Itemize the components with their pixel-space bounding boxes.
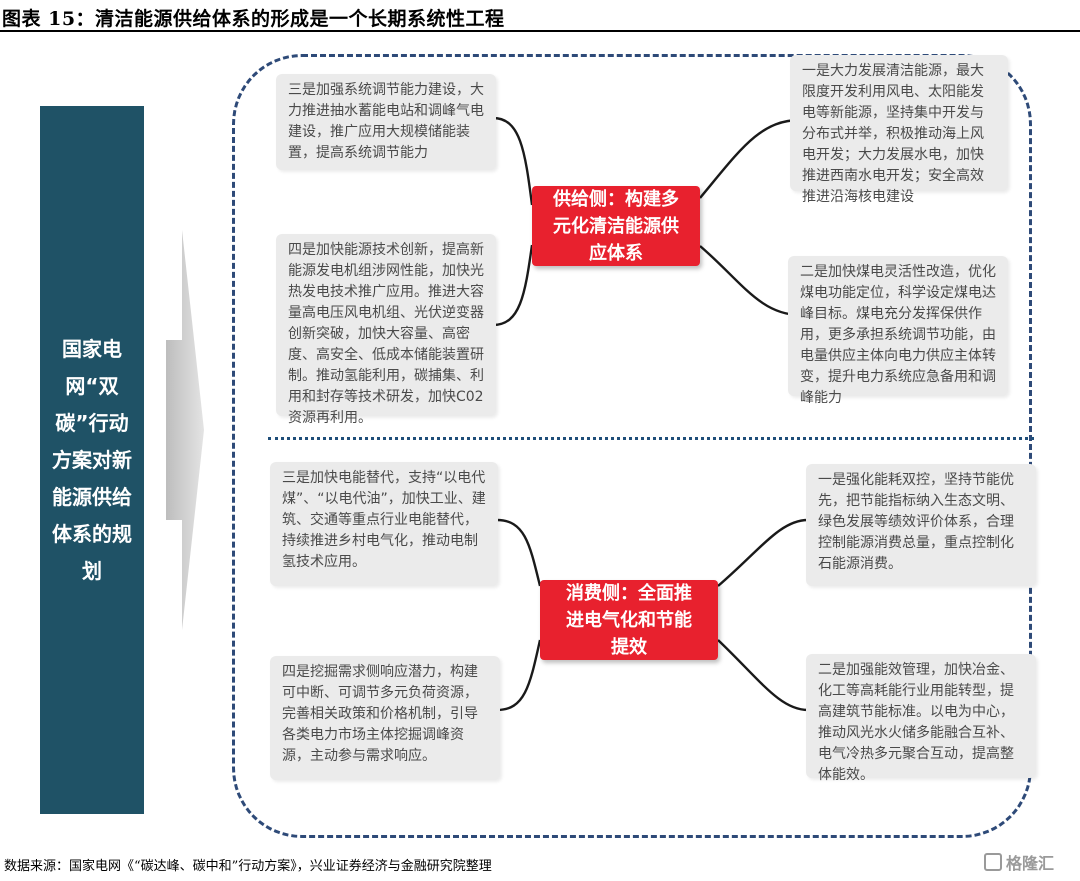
- connector-supply-2: [699, 245, 801, 317]
- supply-item-4-text: 四是加快能源技术创新，提高新能源发电机组涉网性能，加快光热发电技术推广应用。推进…: [288, 242, 484, 426]
- supply-item-3: 三是加强系统调节能力建设，大力推进抽水蓄能电站和调峰气电建设，推广应用大规模储能…: [276, 74, 496, 170]
- watermark-logo: 格隆汇: [984, 848, 1076, 876]
- supply-hub-label: 供给侧：构建多元化清洁能源供应体系: [553, 188, 679, 264]
- supply-item-2-text: 二是加快煤电灵活性改造，优化煤电功能定位，科学设定煤电达峰目标。煤电充分发挥保供…: [800, 264, 996, 406]
- demand-item-4-text: 四是挖掘需求侧响应潜力，构建可中断、可调节多元负荷资源，完善相关政策和价格机制，…: [282, 664, 478, 764]
- connector-demand-4: [496, 639, 542, 712]
- demand-item-1-text: 一是强化能耗双控，坚持节能优先，把节能指标纳入生态文明、绿色发展等绩效评价体系，…: [818, 472, 1014, 572]
- dashed-frame: [232, 54, 1032, 838]
- section-divider: [268, 437, 1034, 440]
- connector-supply-4: [492, 244, 534, 327]
- connector-demand-2: [717, 639, 809, 712]
- supply-item-3-text: 三是加强系统调节能力建设，大力推进抽水蓄能电站和调峰气电建设，推广应用大规模储能…: [288, 82, 484, 161]
- connector-demand-3: [496, 518, 542, 587]
- supply-item-1-text: 一是大力发展清洁能源，最大限度开发利用风电、太阳能发电等新能源，坚持集中开发与分…: [802, 63, 984, 205]
- demand-item-3-text: 三是加快电能替代，支持“以电代煤”、“以电代油”，加快工业、建筑、交通等重点行业…: [282, 470, 486, 570]
- demand-item-2: 二是加强能效管理，加快冶金、化工等高耗能行业用能转型，提高建筑节能标准。以电为中…: [806, 654, 1036, 783]
- arrow-icon: [166, 230, 204, 630]
- supply-hub: 供给侧：构建多元化清洁能源供应体系: [532, 186, 700, 266]
- watermark-text: 格隆汇: [1006, 854, 1055, 873]
- supply-item-1: 一是大力发展清洁能源，最大限度开发利用风电、太阳能发电等新能源，坚持集中开发与分…: [790, 55, 1008, 205]
- left-panel: 国家电网“双碳”行动方案对新能源供给体系的规划: [40, 106, 144, 814]
- demand-item-1: 一是强化能耗双控，坚持节能优先，把节能指标纳入生态文明、绿色发展等绩效评价体系，…: [806, 464, 1036, 586]
- connector-demand-1: [717, 518, 809, 587]
- connector-supply-1: [699, 118, 801, 199]
- demand-item-3: 三是加快电能替代，支持“以电代煤”、“以电代油”，加快工业、建筑、交通等重点行业…: [270, 462, 498, 586]
- supply-item-4: 四是加快能源技术创新，提高新能源发电机组涉网性能，加快光热发电技术推广应用。推进…: [276, 234, 496, 426]
- demand-hub: 消费侧：全面推进电气化和节能提效: [540, 580, 718, 660]
- demand-item-2-text: 二是加强能效管理，加快冶金、化工等高耗能行业用能转型，提高建筑节能标准。以电为中…: [818, 662, 1014, 783]
- connector-supply-3: [492, 116, 534, 206]
- figure-title: 图表 15：清洁能源供给体系的形成是一个长期系统性工程: [2, 8, 505, 30]
- demand-item-4: 四是挖掘需求侧响应潜力，构建可中断、可调节多元负荷资源，完善相关政策和价格机制，…: [270, 656, 500, 780]
- title-rule: [0, 30, 1080, 32]
- figure-source: 数据来源：国家电网《“碳达峰、碳中和”行动方案》，兴业证券经济与金融研究院整理: [4, 859, 492, 874]
- demand-hub-label: 消费侧：全面推进电气化和节能提效: [566, 582, 692, 658]
- supply-item-2: 二是加快煤电灵活性改造，优化煤电功能定位，科学设定煤电达峰目标。煤电充分发挥保供…: [788, 256, 1008, 406]
- logo-mark-icon: [984, 853, 1002, 871]
- left-panel-text: 国家电网“双碳”行动方案对新能源供给体系的规划: [52, 336, 132, 583]
